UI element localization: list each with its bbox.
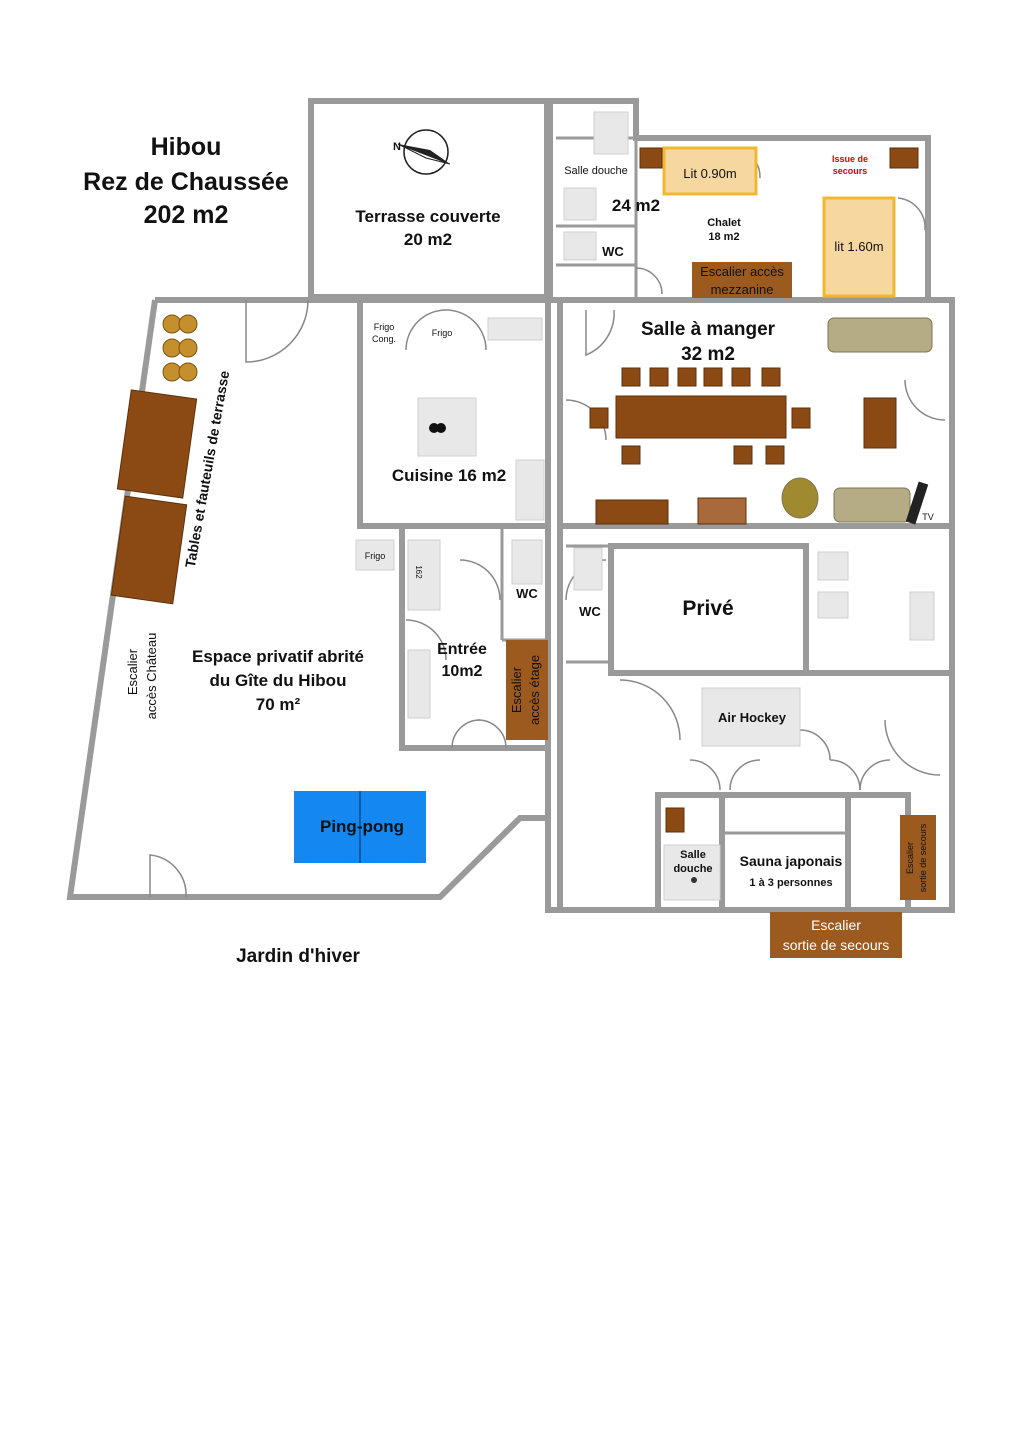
- terrace-chairs: [162, 314, 198, 382]
- frigo-kitchen: Frigo: [432, 328, 453, 338]
- plan-title: Hibou: [151, 133, 222, 161]
- chalet-area: 18 m2: [708, 231, 739, 243]
- dim-162: 162: [414, 565, 423, 579]
- salle-douche-sauna-2: douche: [673, 863, 712, 875]
- escalier-sortie-right-2: sortie de secours: [918, 823, 928, 892]
- frigo-cong-2: Cong.: [372, 334, 396, 344]
- stair-mezzanine: [692, 262, 792, 298]
- wc-prive: WC: [579, 604, 601, 619]
- bed-090: [662, 146, 758, 196]
- sofas: [781, 317, 933, 523]
- bed-160-label: lit 1.60m: [834, 239, 883, 254]
- escalier-mezz-1: Escalier accès: [700, 264, 784, 279]
- espace-line2: du Gîte du Hibou: [210, 671, 347, 690]
- fixtures: [355, 111, 935, 901]
- salle-douche-sauna-1: Salle: [680, 849, 706, 861]
- escalier-etage-2: accès étage: [527, 655, 542, 725]
- sauna-line1: Sauna japonais: [740, 853, 843, 869]
- issue-secours-2: secours: [833, 166, 868, 176]
- stair-etage: [506, 640, 548, 740]
- frigo-outside: Frigo: [365, 551, 386, 561]
- tv-label: TV: [922, 512, 934, 522]
- air-hockey-label: Air Hockey: [718, 710, 787, 725]
- wc-entree: WC: [516, 586, 538, 601]
- entree-line2: 10m2: [442, 663, 483, 680]
- salle-douche-top: Salle douche: [564, 165, 628, 177]
- frigo-cong-1: Frigo: [374, 322, 395, 332]
- bed-160: [822, 196, 896, 298]
- cuisine-label: Cuisine 16 m2: [392, 466, 506, 485]
- walls: [66, 98, 955, 913]
- escalier-etage-1: Escalier: [509, 666, 524, 713]
- stair-sortie-right: [900, 815, 936, 900]
- svg-text:N: N: [393, 141, 401, 153]
- salle-manger-area: 32 m2: [681, 344, 735, 365]
- escalier-chateau-1: Escalier: [125, 648, 140, 695]
- salle-manger-name: Salle à manger: [641, 319, 776, 340]
- escalier-sortie-bottom-2: sortie de secours: [783, 937, 890, 953]
- plan-total-area: 202 m2: [144, 201, 229, 229]
- stair-sortie-bottom: [770, 912, 902, 958]
- chalet-name: Chalet: [707, 217, 741, 229]
- escalier-chateau-2: accès Château: [144, 633, 159, 720]
- issue-secours-1: Issue de: [832, 154, 868, 164]
- chalet-extra-area: 24 m2: [612, 196, 660, 215]
- espace-line3: 70 m²: [256, 695, 301, 714]
- bed-090-label: Lit 0.90m: [683, 166, 736, 181]
- espace-line1: Espace privatif abrité: [192, 647, 364, 666]
- plan-subtitle: Rez de Chaussée: [83, 168, 289, 196]
- wood-furniture: [110, 147, 919, 833]
- terrasse-area: 20 m2: [404, 230, 452, 249]
- entree-line1: Entrée: [437, 641, 487, 658]
- escalier-mezz-2: mezzanine: [711, 282, 774, 297]
- compass-icon: N: [393, 129, 451, 175]
- tv-unit: [905, 481, 929, 525]
- doors: [149, 147, 946, 898]
- escalier-sortie-right-1: Escalier: [905, 842, 915, 874]
- wc-top: WC: [602, 244, 624, 259]
- jardin-label: Jardin d'hiver: [236, 946, 360, 967]
- sauna-line2: 1 à 3 personnes: [749, 877, 832, 889]
- terrasse-name: Terrasse couverte: [355, 207, 500, 226]
- escalier-sortie-bottom-1: Escalier: [811, 917, 861, 933]
- prive-label: Privé: [682, 597, 733, 620]
- ping-pong-label: Ping-pong: [320, 817, 404, 836]
